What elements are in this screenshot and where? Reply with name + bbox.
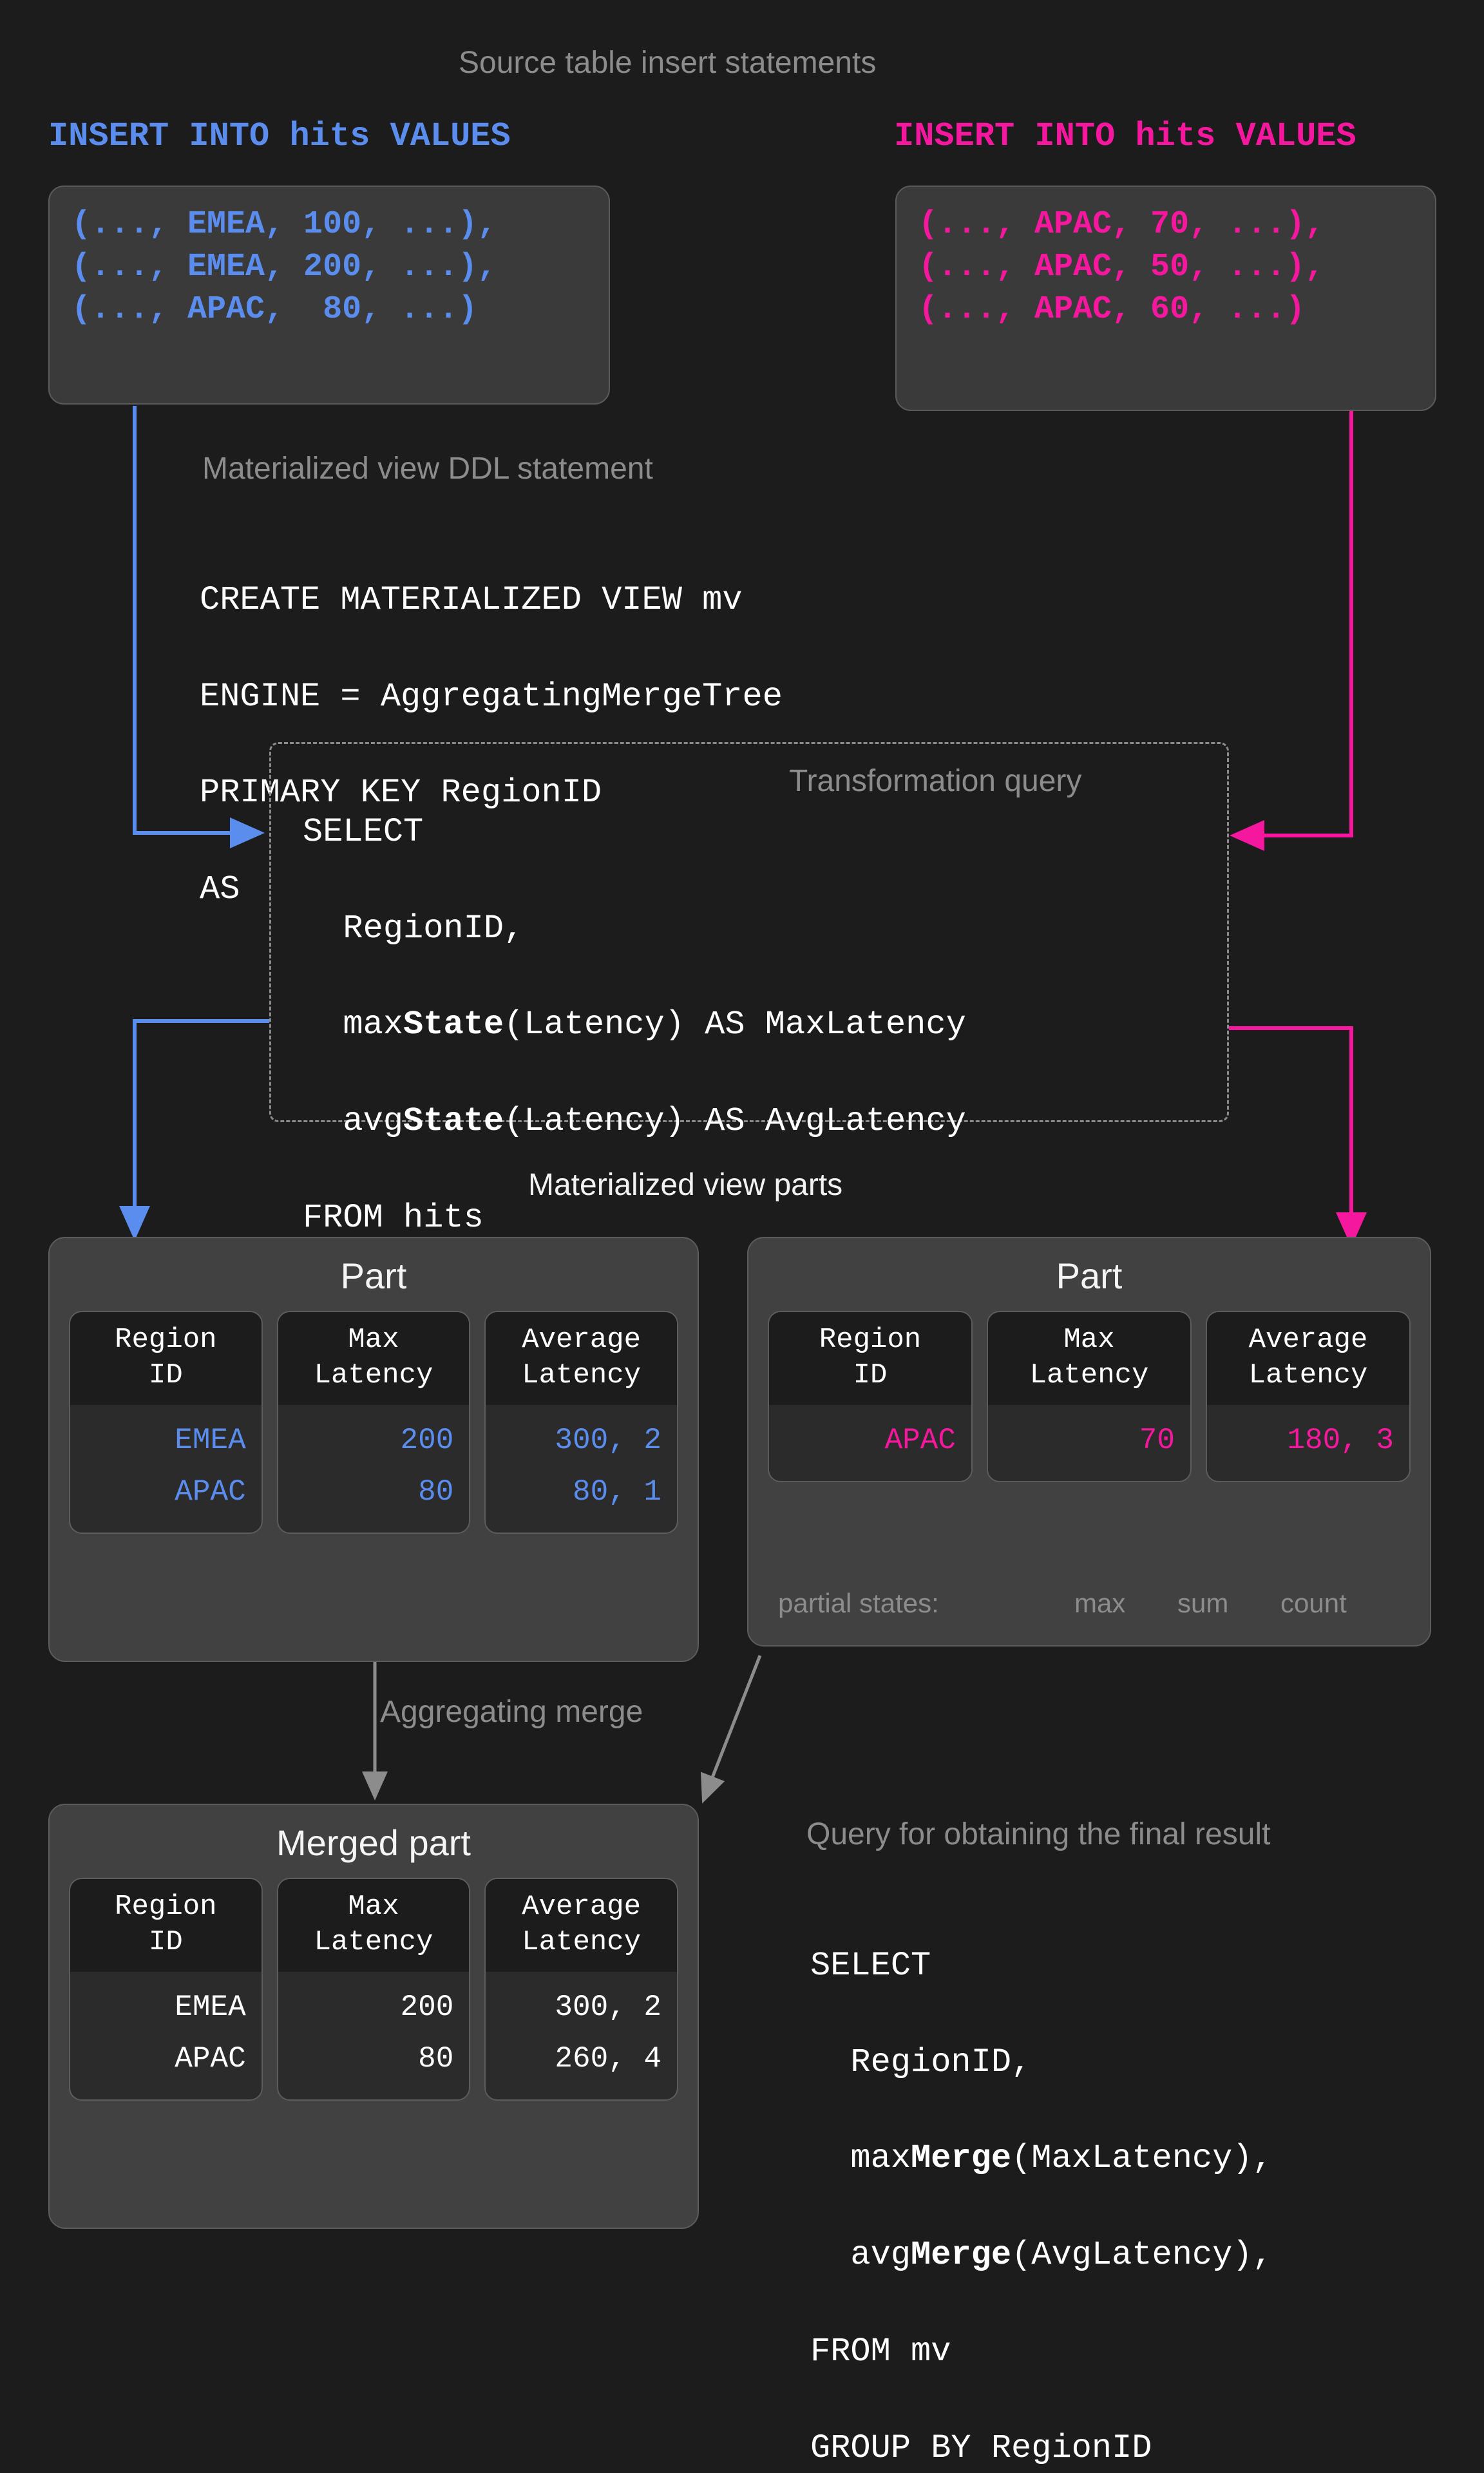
connector-query-to-part2 <box>1229 1026 1367 1247</box>
column-average-latency: Average Latency 300, 2 260, 4 <box>484 1878 679 2101</box>
partial-states-label: partial states: <box>778 1588 939 1618</box>
connector-query-to-part1 <box>119 1019 269 1241</box>
column-body: APAC <box>769 1405 971 1481</box>
table-cell: EMEA <box>175 1991 246 2024</box>
insert-row: (..., EMEA, 200, ...), <box>71 249 497 285</box>
insert-row: (..., APAC, 70, ...), <box>918 206 1325 243</box>
merged-part-title: Merged part <box>276 1822 471 1863</box>
ddl-line: ENGINE = AggregatingMergeTree <box>200 677 783 716</box>
column-header: Region ID <box>769 1312 971 1405</box>
column-header: Region ID <box>70 1312 262 1405</box>
fq-line-avgmerge-bold: Merge <box>911 2236 1012 2275</box>
table-cell: APAC <box>175 1475 246 1509</box>
column-header: Average Latency <box>486 1879 678 1972</box>
ddl-heading: Materialized view DDL statement <box>202 452 653 486</box>
part-columns: Region ID APAC Max Latency 70 Average La… <box>748 1297 1430 1482</box>
source-inserts-heading: Source table insert statements <box>459 46 877 80</box>
column-region-id: Region ID EMEA APAC <box>69 1878 263 2101</box>
column-max-latency: Max Latency 70 <box>987 1311 1192 1482</box>
table-cell: 80 <box>418 1475 454 1509</box>
tq-line-select: SELECT <box>303 812 424 851</box>
tq-line-maxstate-post: (Latency) AS MaxLatency <box>504 1006 966 1044</box>
column-body: 200 80 <box>278 1972 470 2099</box>
fq-line-from: FROM mv <box>810 2332 951 2371</box>
column-max-latency: Max Latency 200 80 <box>276 1878 471 2101</box>
column-body: 300, 2 260, 4 <box>486 1972 677 2099</box>
transformation-query-box <box>269 742 1229 1122</box>
column-region-id: Region ID EMEA APAC <box>69 1311 263 1534</box>
tq-line-avgstate-bold: State <box>403 1102 504 1141</box>
tq-line-avgstate-pre: avg <box>303 1102 404 1141</box>
fq-line-select: SELECT <box>810 1946 931 1985</box>
table-cell: EMEA <box>175 1424 246 1457</box>
fq-line-groupby: GROUP BY RegionID <box>810 2429 1152 2467</box>
ddl-line: CREATE MATERIALIZED VIEW mv <box>200 580 743 619</box>
aggregating-merge-label: Aggregating merge <box>380 1695 643 1729</box>
table-cell: 300, 2 <box>555 1424 662 1457</box>
insert-row: (..., EMEA, 100, ...), <box>71 206 497 243</box>
column-average-latency: Average Latency 300, 2 80, 1 <box>484 1311 679 1534</box>
tq-line-maxstate-pre: max <box>303 1006 404 1044</box>
final-query-code: SELECT RegionID, maxMerge(MaxLatency), a… <box>810 1894 1273 2473</box>
table-cell: APAC <box>175 2042 246 2076</box>
column-region-id: Region ID APAC <box>768 1311 973 1482</box>
connector-part2-to-merged <box>700 1655 762 1804</box>
transformation-query-heading: Transformation query <box>789 764 1082 798</box>
column-header: Max Latency <box>278 1312 470 1405</box>
column-header: Average Latency <box>486 1312 678 1405</box>
column-body: 70 <box>988 1405 1190 1481</box>
fq-line-maxmerge-pre: max <box>810 2139 911 2178</box>
fq-line-maxmerge-bold: Merge <box>911 2139 1012 2178</box>
column-body: 180, 3 <box>1207 1405 1409 1481</box>
insert-row: (..., APAC, 80, ...) <box>71 291 478 328</box>
partial-states-max: max <box>1074 1588 1126 1618</box>
tq-line-maxstate-bold: State <box>403 1006 504 1044</box>
partial-states-count: count <box>1280 1588 1347 1618</box>
connector-insert2-to-query <box>1230 410 1353 851</box>
merged-part-box: Merged part Region ID EMEA APAC Max Late… <box>48 1804 699 2229</box>
part-box-2: Part Region ID APAC Max Latency 70 Avera… <box>747 1237 1431 1647</box>
insert-row: (..., APAC, 60, ...) <box>918 291 1306 328</box>
fq-line-regionid: RegionID, <box>810 2043 1032 2081</box>
mv-parts-heading: Materialized view parts <box>528 1168 843 1202</box>
table-cell: 80 <box>418 2042 454 2076</box>
column-header: Max Latency <box>278 1879 470 1972</box>
table-cell: 180, 3 <box>1287 1424 1394 1457</box>
table-cell: 260, 4 <box>555 2042 662 2076</box>
fq-line-avgmerge-post: (AvgLatency), <box>1011 2236 1273 2275</box>
insert-header-2: INSERT INTO hits VALUES <box>894 117 1356 155</box>
table-cell: 80, 1 <box>572 1475 662 1509</box>
insert-header-1: INSERT INTO hits VALUES <box>48 117 511 155</box>
merged-part-columns: Region ID EMEA APAC Max Latency 200 80 A… <box>50 1864 698 2101</box>
insert-box-2: (..., APAC, 70, ...), (..., APAC, 50, ..… <box>895 186 1436 411</box>
insert-row: (..., APAC, 50, ...), <box>918 249 1325 285</box>
part-title: Part <box>1056 1256 1123 1296</box>
column-header: Average Latency <box>1207 1312 1409 1405</box>
table-cell: 70 <box>1139 1424 1175 1457</box>
tq-line-from: FROM hits <box>303 1198 484 1237</box>
table-cell: 200 <box>400 1424 454 1457</box>
fq-line-maxmerge-post: (MaxLatency), <box>1011 2139 1273 2178</box>
column-average-latency: Average Latency 180, 3 <box>1206 1311 1411 1482</box>
tq-line-regionid: RegionID, <box>303 909 524 948</box>
table-cell: 200 <box>400 1991 454 2024</box>
part-title: Part <box>340 1256 407 1296</box>
part-box-1: Part Region ID EMEA APAC Max Latency 200… <box>48 1237 699 1662</box>
column-body: EMEA APAC <box>70 1972 262 2099</box>
insert-box-1: (..., EMEA, 100, ...), (..., EMEA, 200, … <box>48 186 610 405</box>
column-body: 200 80 <box>278 1405 470 1532</box>
table-cell: 300, 2 <box>555 1991 662 2024</box>
part-columns: Region ID EMEA APAC Max Latency 200 80 A… <box>50 1297 698 1534</box>
table-cell: APAC <box>884 1424 956 1457</box>
column-max-latency: Max Latency 200 80 <box>276 1311 471 1534</box>
column-header: Region ID <box>70 1879 262 1972</box>
partial-states-sum: sum <box>1177 1588 1229 1618</box>
fq-line-avgmerge-pre: avg <box>810 2236 911 2275</box>
column-body: EMEA APAC <box>70 1405 262 1532</box>
tq-line-avgstate-post: (Latency) AS AvgLatency <box>504 1102 966 1141</box>
column-header: Max Latency <box>988 1312 1190 1405</box>
final-query-heading: Query for obtaining the final result <box>806 1817 1271 1851</box>
column-body: 300, 2 80, 1 <box>486 1405 677 1532</box>
ddl-line: AS <box>200 870 240 909</box>
